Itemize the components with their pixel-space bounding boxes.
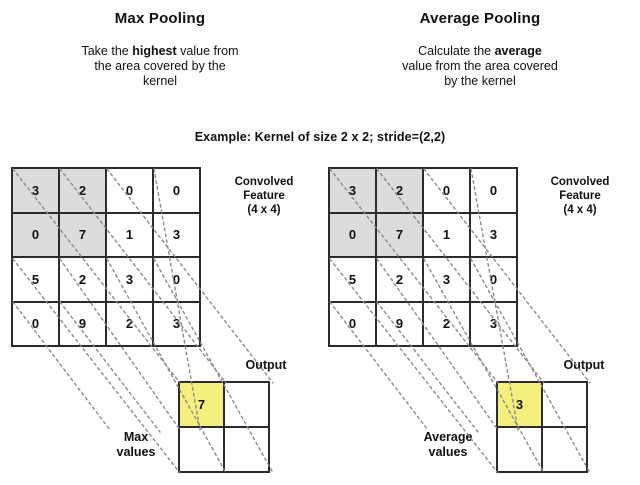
output-cell: 7 xyxy=(180,383,225,428)
feature-cell: 0 xyxy=(471,169,518,214)
output-values-label-average: Average values xyxy=(406,430,490,460)
feature-cell: 1 xyxy=(424,213,471,258)
feature-cell: 0 xyxy=(154,258,201,303)
panel-description-max-line-1: Take the highest value from xyxy=(81,44,239,58)
panel-description-average-line-3: by the kernel xyxy=(444,74,516,88)
convolved-feature-label-average: Convolved Feature (4 x 4) xyxy=(524,175,636,217)
panel-title-average: Average Pooling xyxy=(419,10,541,27)
feature-cell: 3 xyxy=(330,169,377,214)
feature-cell: 1 xyxy=(107,213,154,258)
feature-cell: 5 xyxy=(13,258,60,303)
feature-cell: 3 xyxy=(424,258,471,303)
output-values-label-line-1: Max xyxy=(123,430,149,444)
panel-description-average: Calculate the average value from the are… xyxy=(340,44,620,89)
convolved-feature-label-line-3: (4 x 4) xyxy=(563,204,597,216)
feature-cell: 0 xyxy=(330,302,377,347)
feature-cell: 0 xyxy=(154,169,201,214)
example-caption: Example: Kernel of size 2 x 2; stride=(2… xyxy=(194,130,446,144)
feature-cell: 0 xyxy=(13,213,60,258)
feature-cell: 2 xyxy=(60,169,107,214)
output-grid-average: 3 xyxy=(496,381,588,473)
feature-cell: 3 xyxy=(154,213,201,258)
feature-cell: 0 xyxy=(471,258,518,303)
feature-cell: 3 xyxy=(107,258,154,303)
feature-cell: 3 xyxy=(154,302,201,347)
feature-cell: 7 xyxy=(377,213,424,258)
feature-cell: 9 xyxy=(377,302,424,347)
output-cell: 3 xyxy=(498,383,543,428)
output-cell xyxy=(225,428,270,473)
output-values-label-line-2: values xyxy=(116,445,156,459)
convolved-feature-label-line-1: Convolved xyxy=(234,176,294,188)
feature-cell: 3 xyxy=(471,302,518,347)
feature-cell: 0 xyxy=(13,302,60,347)
output-label-max: Output xyxy=(245,358,287,372)
output-cell xyxy=(543,383,588,428)
output-grid-max: 7 xyxy=(178,381,270,473)
panel-description-average-line-1: Calculate the average xyxy=(418,44,542,58)
convolved-feature-label-line-2: Feature xyxy=(559,190,601,202)
convolved-feature-grid-max: 3 2 0 0 0 7 1 3 5 2 3 0 0 9 2 3 xyxy=(11,167,201,347)
feature-cell: 0 xyxy=(330,213,377,258)
convolved-feature-label-line-1: Convolved xyxy=(550,176,610,188)
output-cell xyxy=(543,428,588,473)
panel-description-average-line-2: value from the area covered xyxy=(402,59,558,73)
panel-description-max: Take the highest value from the area cov… xyxy=(20,44,300,89)
panel-description-max-line-2: the area covered by the xyxy=(94,59,226,73)
feature-cell: 9 xyxy=(60,302,107,347)
output-values-label-line-1: Average xyxy=(423,430,473,444)
feature-cell: 2 xyxy=(424,302,471,347)
feature-cell: 5 xyxy=(330,258,377,303)
convolved-feature-label-line-2: Feature xyxy=(243,190,285,202)
feature-cell: 0 xyxy=(107,169,154,214)
panel-description-max-line-3: kernel xyxy=(142,74,178,88)
convolved-feature-label-line-3: (4 x 4) xyxy=(247,204,281,216)
feature-cell: 2 xyxy=(60,258,107,303)
convolved-feature-label-max: Convolved Feature (4 x 4) xyxy=(208,175,320,217)
output-cell xyxy=(180,428,225,473)
feature-cell: 2 xyxy=(377,258,424,303)
feature-cell: 3 xyxy=(13,169,60,214)
output-cell xyxy=(225,383,270,428)
feature-cell: 3 xyxy=(471,213,518,258)
output-values-label-line-2: values xyxy=(428,445,468,459)
output-cell xyxy=(498,428,543,473)
output-label-average: Output xyxy=(563,358,605,372)
panel-title-max: Max Pooling xyxy=(114,10,206,27)
feature-cell: 0 xyxy=(424,169,471,214)
feature-cell: 2 xyxy=(107,302,154,347)
feature-cell: 7 xyxy=(60,213,107,258)
feature-cell: 2 xyxy=(377,169,424,214)
output-values-label-max: Max values xyxy=(100,430,172,460)
convolved-feature-grid-average: 3 2 0 0 0 7 1 3 5 2 3 0 0 9 2 3 xyxy=(328,167,518,347)
